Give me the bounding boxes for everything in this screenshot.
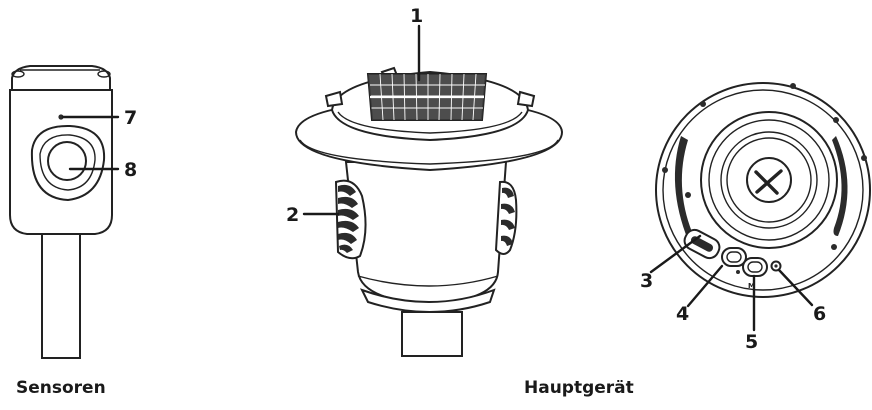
- button-4-icon: [721, 247, 747, 274]
- callout-5: 5: [745, 331, 758, 353]
- caption-sensors: Sensoren: [16, 378, 106, 398]
- callout-1: 1: [410, 5, 423, 27]
- callout-2: 2: [286, 204, 299, 226]
- sensor-lens-icon: [47, 141, 87, 181]
- sensor-hole-icon: [58, 114, 64, 120]
- usb-c-port-icon: [683, 228, 721, 260]
- callout-4: 4: [676, 303, 689, 325]
- main-unit-side-icon: [294, 66, 564, 357]
- leader-lines: [61, 24, 814, 332]
- button-5-icon: M: [742, 257, 768, 290]
- sensor-device-icon: [9, 65, 113, 359]
- callout-3: 3: [640, 270, 653, 292]
- callout-6: 6: [813, 303, 826, 325]
- callout-7: 7: [124, 107, 137, 129]
- svg-text:M: M: [748, 282, 755, 290]
- caption-main-unit: Hauptgerät: [524, 378, 634, 398]
- callout-8: 8: [124, 159, 137, 181]
- main-unit-bottom-icon: M: [655, 82, 871, 298]
- solar-panel-icon: [366, 73, 488, 121]
